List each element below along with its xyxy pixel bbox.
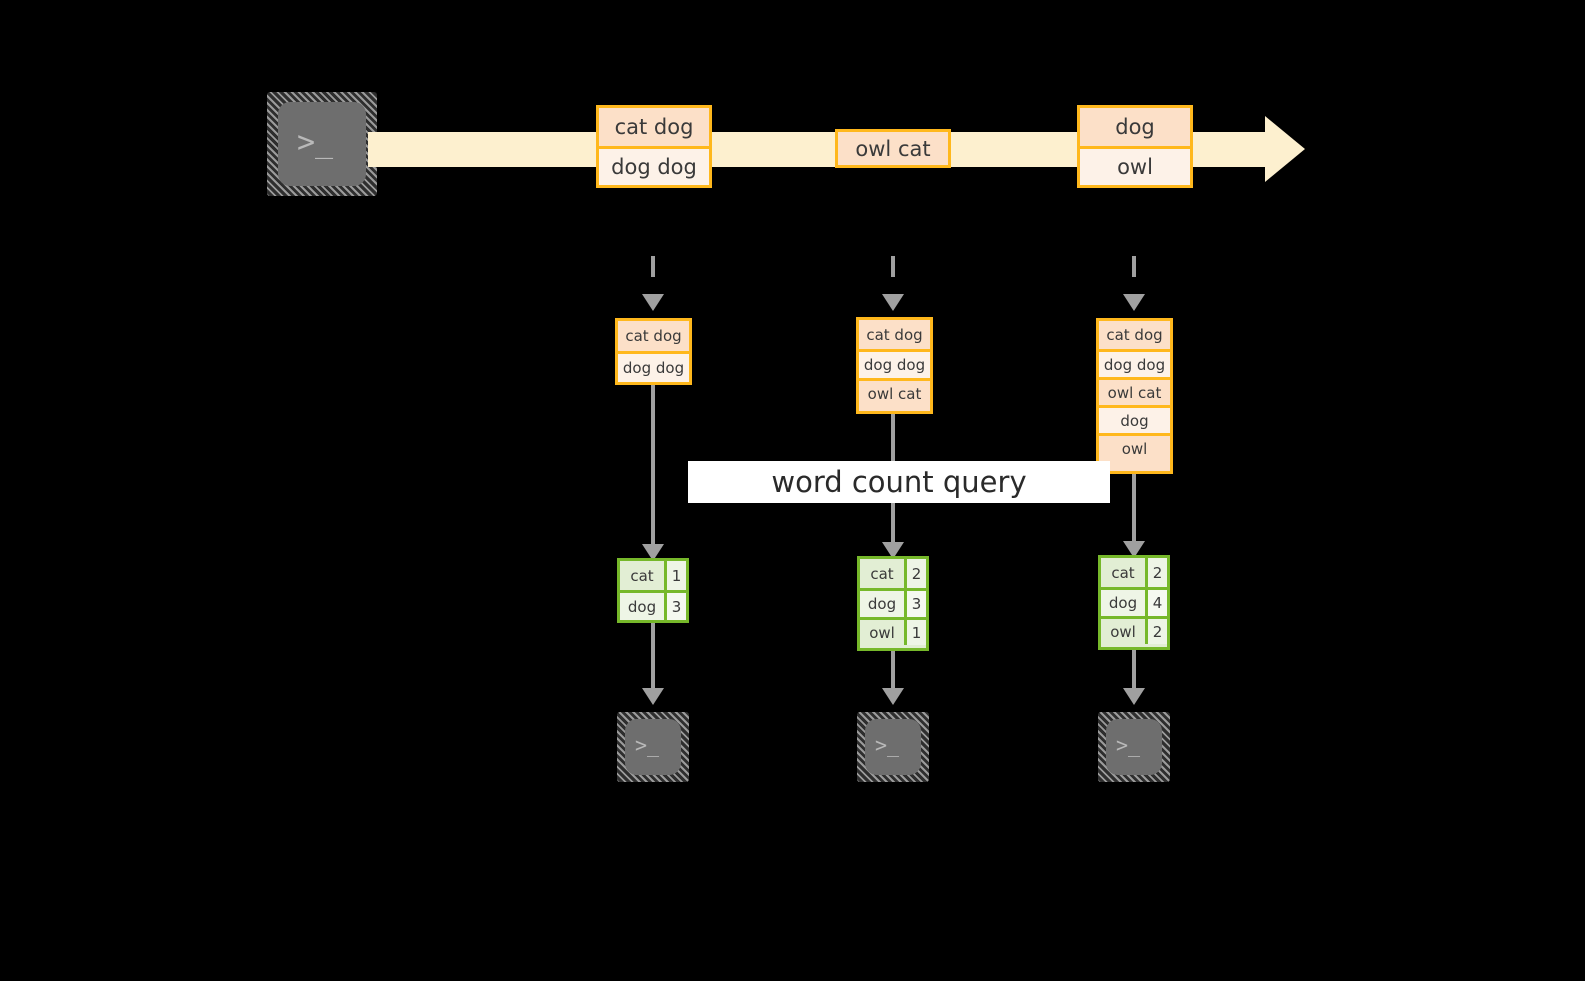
snapshot-3-trigger-arrowhead	[1123, 294, 1145, 311]
snapshot-3-query-arrowhead	[1123, 541, 1145, 558]
table-row: owl 2	[1101, 616, 1167, 644]
snapshot-1-input-row: cat dog	[618, 321, 689, 351]
result-count: 4	[1145, 590, 1167, 616]
snapshot-2-input-row: dog dog	[859, 349, 930, 378]
result-count: 3	[664, 593, 686, 620]
snapshot-3-input-row: owl cat	[1099, 377, 1170, 405]
result-count: 1	[904, 620, 926, 645]
query-label: word count query	[688, 461, 1110, 503]
snapshot-2-query-arrowhead	[882, 542, 904, 559]
result-word: cat	[620, 561, 664, 590]
snapshot-1-input-row: dog dog	[618, 351, 689, 382]
stream-event-1-line-2: dog dog	[599, 146, 709, 185]
table-row: cat 2	[860, 559, 926, 588]
snapshot-3-result-table: cat 2 dog 4 owl 2	[1098, 555, 1170, 650]
snapshot-3-input-table: cat dog dog dog owl cat dog owl	[1096, 318, 1173, 474]
snapshot-2-trigger-line	[891, 256, 895, 296]
snapshot-1-query-line	[651, 385, 655, 549]
snapshot-3-input-row: dog	[1099, 405, 1170, 433]
stream-event-3: dog owl	[1077, 105, 1193, 188]
result-word: cat	[1101, 558, 1145, 587]
terminal-prompt-glyph: >_	[635, 733, 660, 757]
result-count: 2	[1145, 619, 1167, 644]
terminal-prompt-glyph: >_	[875, 733, 900, 757]
terminal-face	[865, 719, 921, 775]
snapshot-3-sink-line	[1132, 650, 1136, 690]
terminal-prompt-glyph: >_	[297, 125, 334, 160]
table-row: dog 4	[1101, 587, 1167, 616]
snapshot-3-input-row: owl	[1099, 433, 1170, 462]
table-row: cat 2	[1101, 558, 1167, 587]
result-word: cat	[860, 559, 904, 588]
snapshot-1-result-table: cat 1 dog 3	[617, 558, 689, 623]
snapshot-2-trigger-arrowhead	[882, 294, 904, 311]
table-row: owl 1	[860, 617, 926, 645]
snapshot-3-input-row: cat dog	[1099, 321, 1170, 349]
result-count: 2	[1145, 558, 1167, 587]
result-word: dog	[860, 591, 904, 617]
table-row: dog 3	[860, 588, 926, 617]
stream-event-1-line-1: cat dog	[599, 108, 709, 146]
table-row: dog 3	[620, 590, 686, 620]
snapshot-2-sink-arrowhead	[882, 688, 904, 705]
result-word: dog	[1101, 590, 1145, 616]
terminal-face	[278, 102, 366, 186]
snapshot-2-sink-line	[891, 651, 895, 690]
snapshot-1-trigger-arrowhead	[642, 294, 664, 311]
result-count: 2	[904, 559, 926, 588]
stream-event-3-line-1: dog	[1080, 108, 1190, 146]
stream-event-2: owl cat	[835, 129, 951, 168]
snapshot-2-input-table: cat dog dog dog owl cat	[856, 317, 933, 414]
result-word: owl	[860, 620, 904, 645]
event-stream-arrow-head	[1265, 116, 1305, 182]
terminal-prompt-glyph: >_	[1116, 733, 1141, 757]
snapshot-3-trigger-line	[1132, 256, 1136, 296]
terminal-face	[625, 719, 681, 775]
snapshot-2-input-row: owl cat	[859, 378, 930, 407]
stream-event-2-line-1: owl cat	[838, 132, 948, 165]
snapshot-1-query-arrowhead	[642, 544, 664, 561]
result-count: 1	[664, 561, 686, 590]
result-word: owl	[1101, 619, 1145, 644]
result-word: dog	[620, 593, 664, 620]
stream-source-terminal-icon: >_	[267, 92, 377, 196]
snapshot-1-input-table: cat dog dog dog	[615, 318, 692, 385]
stream-event-1: cat dog dog dog	[596, 105, 712, 188]
table-row: cat 1	[620, 561, 686, 590]
result-count: 3	[904, 591, 926, 617]
snapshot-1-trigger-line	[651, 256, 655, 296]
snapshot-2-input-row: cat dog	[859, 320, 930, 349]
snapshot-3-input-row: dog dog	[1099, 349, 1170, 377]
snapshot-2-sink-terminal-icon: >_	[857, 712, 929, 782]
snapshot-3-query-line	[1132, 474, 1136, 546]
terminal-face	[1106, 719, 1162, 775]
snapshot-1-sink-arrowhead	[642, 688, 664, 705]
snapshot-1-sink-terminal-icon: >_	[617, 712, 689, 782]
stream-event-3-line-2: owl	[1080, 146, 1190, 185]
snapshot-2-result-table: cat 2 dog 3 owl 1	[857, 556, 929, 651]
snapshot-3-sink-terminal-icon: >_	[1098, 712, 1170, 782]
snapshot-3-sink-arrowhead	[1123, 688, 1145, 705]
snapshot-1-sink-line	[651, 623, 655, 690]
